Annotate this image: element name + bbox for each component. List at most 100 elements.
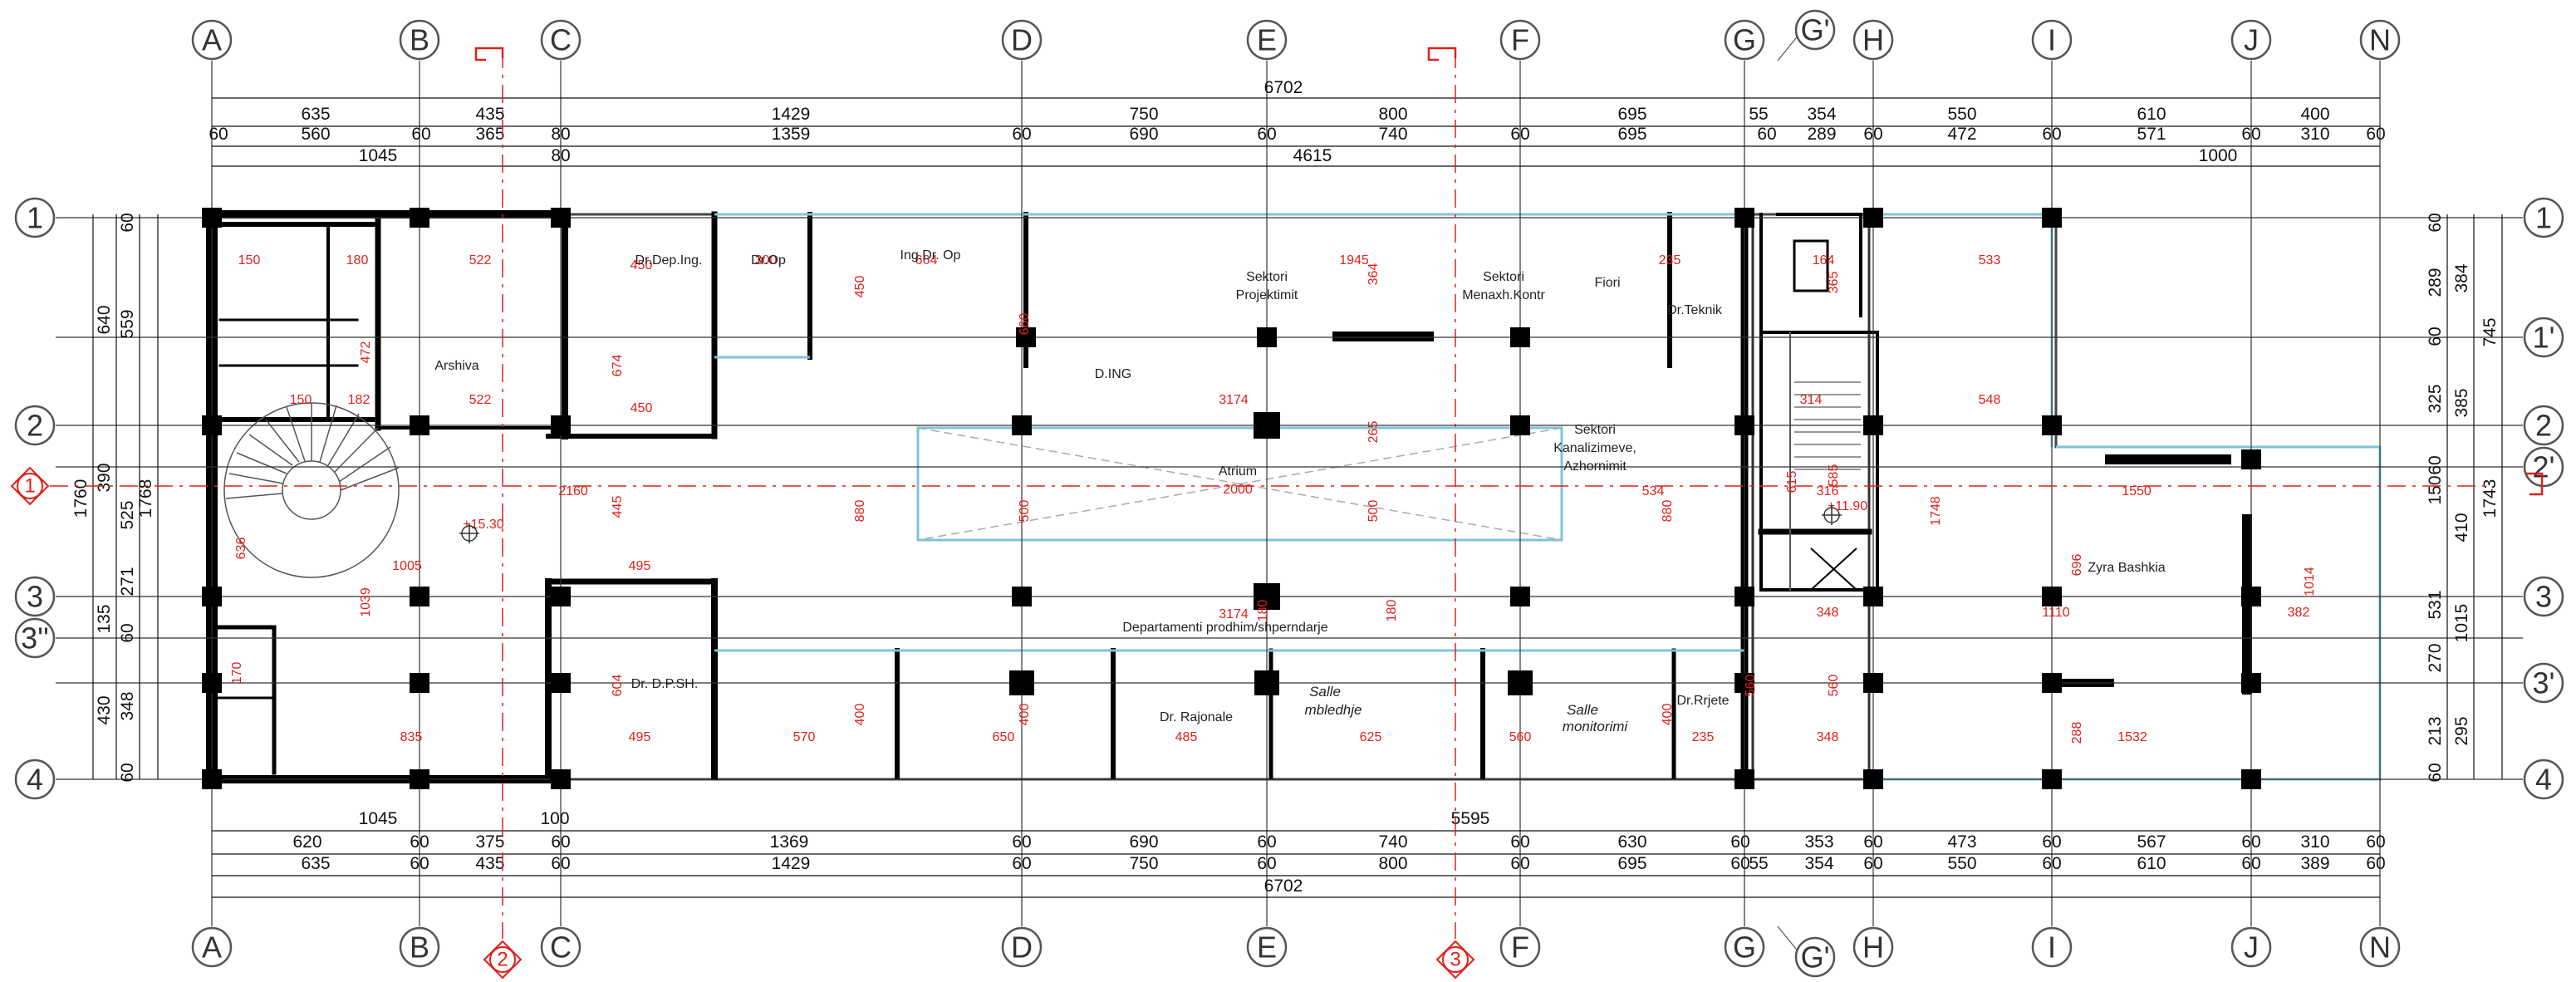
grid-bubble-2': [2523, 446, 2564, 488]
dim-right-label: 531: [2426, 590, 2445, 619]
dim-top-label: 435: [475, 105, 504, 124]
dim-right-label: 60: [2426, 213, 2445, 232]
dim-left-label: 525: [118, 500, 137, 529]
red-dimension-label: 604: [611, 675, 625, 697]
dim-top-label: 4615: [1293, 146, 1332, 165]
grid-bubble-N: [2359, 19, 2401, 61]
red-dimension-label: 880: [853, 500, 867, 523]
red-dimension-label: 2000: [1223, 483, 1253, 497]
column: [2042, 673, 2062, 693]
red-dimension-label: 500: [1367, 500, 1381, 523]
dim-bottom-label: 354: [1804, 854, 1833, 873]
dim-bottom-label: 60: [410, 854, 429, 873]
column: [1863, 415, 1883, 435]
grid-bubble-label: 3: [27, 580, 43, 614]
grid-bubble-label: A: [202, 930, 222, 965]
red-dimension-label: 2160: [558, 484, 588, 498]
spiral-staircase: [223, 402, 400, 578]
red-dimension-label: 560: [1509, 730, 1532, 744]
room-label: Sektori: [1246, 270, 1288, 284]
section-marker-label: 3: [1450, 949, 1460, 971]
grid-bubble-label: 1: [27, 201, 43, 235]
column: [1735, 673, 1754, 693]
column: [410, 208, 429, 228]
red-dimension-label: 288: [2070, 722, 2084, 744]
dim-bottom-label: 60: [551, 832, 570, 852]
column: [1012, 415, 1032, 435]
grid-bubble-label: E: [1257, 930, 1277, 965]
column: [1510, 327, 1530, 347]
column: [410, 587, 429, 606]
grid-bubble-J: [2230, 19, 2272, 61]
dim-left-label: 348: [118, 691, 137, 720]
grid-bubble-label: I: [2048, 23, 2056, 57]
grid-bubble-C: [540, 19, 581, 61]
grid-lines: [56, 29, 2523, 958]
red-dimension-label: 450: [631, 258, 653, 273]
red-dimension-label: 400: [1018, 704, 1032, 726]
dim-bottom-label: 55: [1749, 854, 1768, 873]
overall-length-top: 6702: [1264, 78, 1303, 97]
grid-bubble-label: 2': [2533, 450, 2555, 484]
dim-left-label: 60: [118, 213, 137, 232]
red-dimension-label: 625: [1360, 730, 1382, 744]
dim-left-label: 60: [118, 623, 137, 642]
red-dimension-label: 1039: [359, 587, 373, 617]
red-dimension-label: 364: [1367, 263, 1381, 286]
red-dimension-label: 534: [1642, 484, 1665, 498]
column: [1508, 670, 1533, 695]
room-label: Ing.Dr. Op: [900, 248, 961, 263]
grid-bubble-label: 3': [2533, 666, 2555, 700]
column: [1257, 327, 1277, 347]
dim-bottom-label: 690: [1129, 832, 1158, 852]
section-flag-icon: [1427, 47, 1457, 61]
grid-bubble-4: [14, 759, 56, 800]
dim-top-label: 1359: [772, 125, 811, 144]
column: [1510, 415, 1530, 435]
red-dimension-label: 182: [348, 393, 370, 407]
grid-bubble-label: N: [2369, 930, 2391, 965]
grid-bubble-A: [191, 926, 233, 968]
dim-bottom-label: 60: [2366, 832, 2385, 852]
red-dimension-label: 365: [1827, 272, 1841, 294]
overall-length-bottom: 6702: [1264, 876, 1303, 896]
column: [2042, 415, 2062, 435]
dim-right-label: 1015: [2452, 604, 2471, 643]
dim-bottom-label: 60: [1863, 854, 1882, 873]
red-dimension-label: 316: [1817, 484, 1839, 498]
column: [1510, 587, 1530, 606]
dim-right-label: 745: [2480, 317, 2500, 346]
grid-bubble-label: 2: [27, 409, 43, 443]
grid-bubble-label: A: [202, 23, 222, 57]
dim-bottom-label: 740: [1378, 832, 1407, 852]
column: [2241, 449, 2261, 469]
section-marker-circle: [489, 946, 516, 973]
red-dimension-label: 1550: [2122, 484, 2152, 498]
dim-top-label: 560: [301, 125, 330, 144]
grid-bubble-label: 3'': [21, 621, 49, 655]
dim-top-label: 400: [2300, 105, 2329, 124]
column: [2042, 769, 2062, 789]
grid-bubble-label: J: [2244, 930, 2259, 965]
dim-top-label: 571: [2137, 125, 2166, 144]
dim-bottom-label: 550: [1947, 854, 1976, 873]
dim-top-label: 55: [1749, 105, 1768, 124]
dim-right-label: 384: [2452, 263, 2471, 292]
column: [410, 769, 429, 789]
grid-bubble-label: H: [1862, 23, 1884, 57]
dim-top-label: 60: [209, 125, 228, 144]
dim-top-label: 635: [301, 105, 330, 124]
red-dimension-label: 660: [1018, 313, 1032, 336]
dim-bottom-label: 635: [301, 854, 330, 873]
dim-bottom-label: 750: [1129, 854, 1158, 873]
dim-top-label: 365: [475, 125, 504, 144]
column: [202, 673, 222, 693]
column: [1863, 769, 1883, 789]
red-dimension-label: 472: [359, 341, 373, 364]
dim-bottom-label: 473: [1947, 832, 1976, 852]
column: [202, 415, 222, 435]
grid-bubble-label: E: [1257, 23, 1277, 57]
column: [1254, 412, 1280, 439]
